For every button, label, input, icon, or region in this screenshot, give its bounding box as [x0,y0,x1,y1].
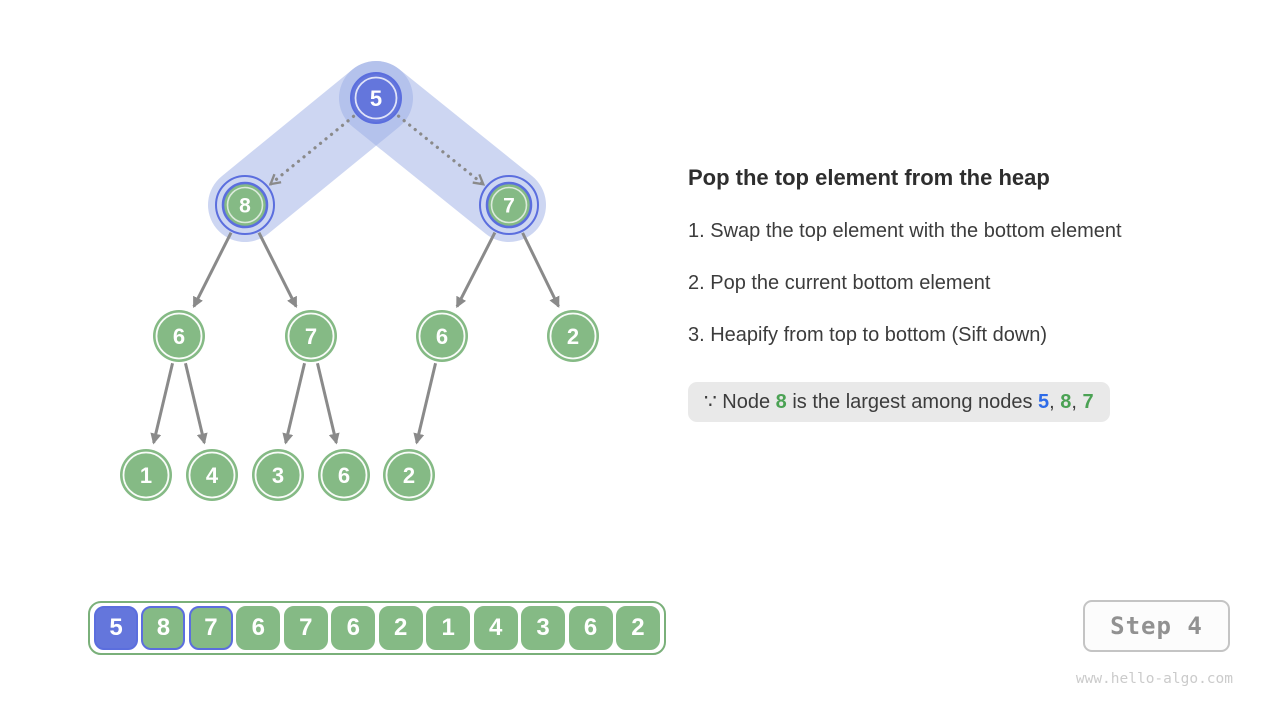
panel-title: Pop the top element from the heap [688,165,1050,190]
tree-node-6: 6 [318,449,370,501]
tree-node-value: 5 [370,86,382,111]
tree-edge [192,232,233,309]
tree-node-6: 6 [416,310,468,362]
tree-node-4: 4 [186,449,238,501]
array-cell-6: 2 [378,606,423,650]
tree-edge [521,232,560,308]
instruction-step-3: 3. Heapify from top to bottom (Sift down… [688,324,1048,346]
instruction-step-2: 2. Pop the current bottom element [688,272,991,294]
tree-node-2: 2 [547,310,599,362]
tree-node-value: 7 [305,324,317,349]
array-cell-2: 7 [188,606,233,650]
note-text: , [1049,391,1061,413]
tree-node-3: 3 [252,449,304,501]
tree-node-7: 7 [479,175,539,235]
tree-edge [184,362,208,445]
tree-node-value: 4 [206,463,219,488]
array-cell-11: 2 [615,606,660,650]
array-cell-7: 1 [426,606,471,650]
tree-edge [150,362,174,445]
tree-edge [257,232,298,309]
heap-tree-diagram: 5 8 7 6 7 6 2 1 4 3 6 2 [120,61,599,501]
tree-node-value: 6 [173,324,185,349]
tree-node-value: 3 [272,463,284,488]
watermark: www.hello-algo.com [1075,671,1233,687]
array-cell-10: 6 [568,606,613,650]
array-cell-0: 5 [94,606,138,650]
note-text: , [1071,391,1083,413]
array-cell-1: 8 [141,606,186,650]
tree-node-7: 7 [285,310,337,362]
tree-node-value: 8 [239,195,251,218]
tree-node-value: 2 [567,324,579,349]
note-text: is the largest among nodes [786,391,1039,413]
note-text: ∵ Node [704,391,776,413]
note-box: ∵ Node 8 is the largest among nodes 5, 8… [688,382,1110,422]
array-cell-3: 6 [236,606,281,650]
note-node-value: 8 [1060,391,1072,413]
tree-node-value: 1 [140,463,152,488]
tree-edge [413,362,437,445]
note-node-value: 5 [1038,391,1050,413]
tree-node-value: 7 [503,195,515,218]
tree-node-1: 1 [120,449,172,501]
instruction-step-1: 1. Swap the top element with the bottom … [688,220,1122,242]
tree-node-2: 2 [383,449,435,501]
tree-edge [282,362,306,445]
explanation-panel: Pop the top element from the heap 1. Swa… [688,165,1248,422]
note-node-value: 7 [1082,391,1094,413]
tree-node-6: 6 [153,310,205,362]
tree-node-value: 6 [436,324,448,349]
tree-node-value: 6 [338,463,350,488]
array-cell-9: 3 [521,606,566,650]
note-node-value: 8 [775,391,787,413]
array-cell-5: 6 [331,606,376,650]
tree-edge [455,231,497,309]
tree-node-8: 8 [215,175,275,235]
tree-node-value: 2 [403,463,415,488]
array-cell-8: 4 [473,606,518,650]
array-cell-4: 7 [283,606,328,650]
tree-edge [316,362,340,445]
tree-node-5: 5 [350,72,402,124]
step-indicator-button[interactable]: Step 4 [1083,600,1230,652]
